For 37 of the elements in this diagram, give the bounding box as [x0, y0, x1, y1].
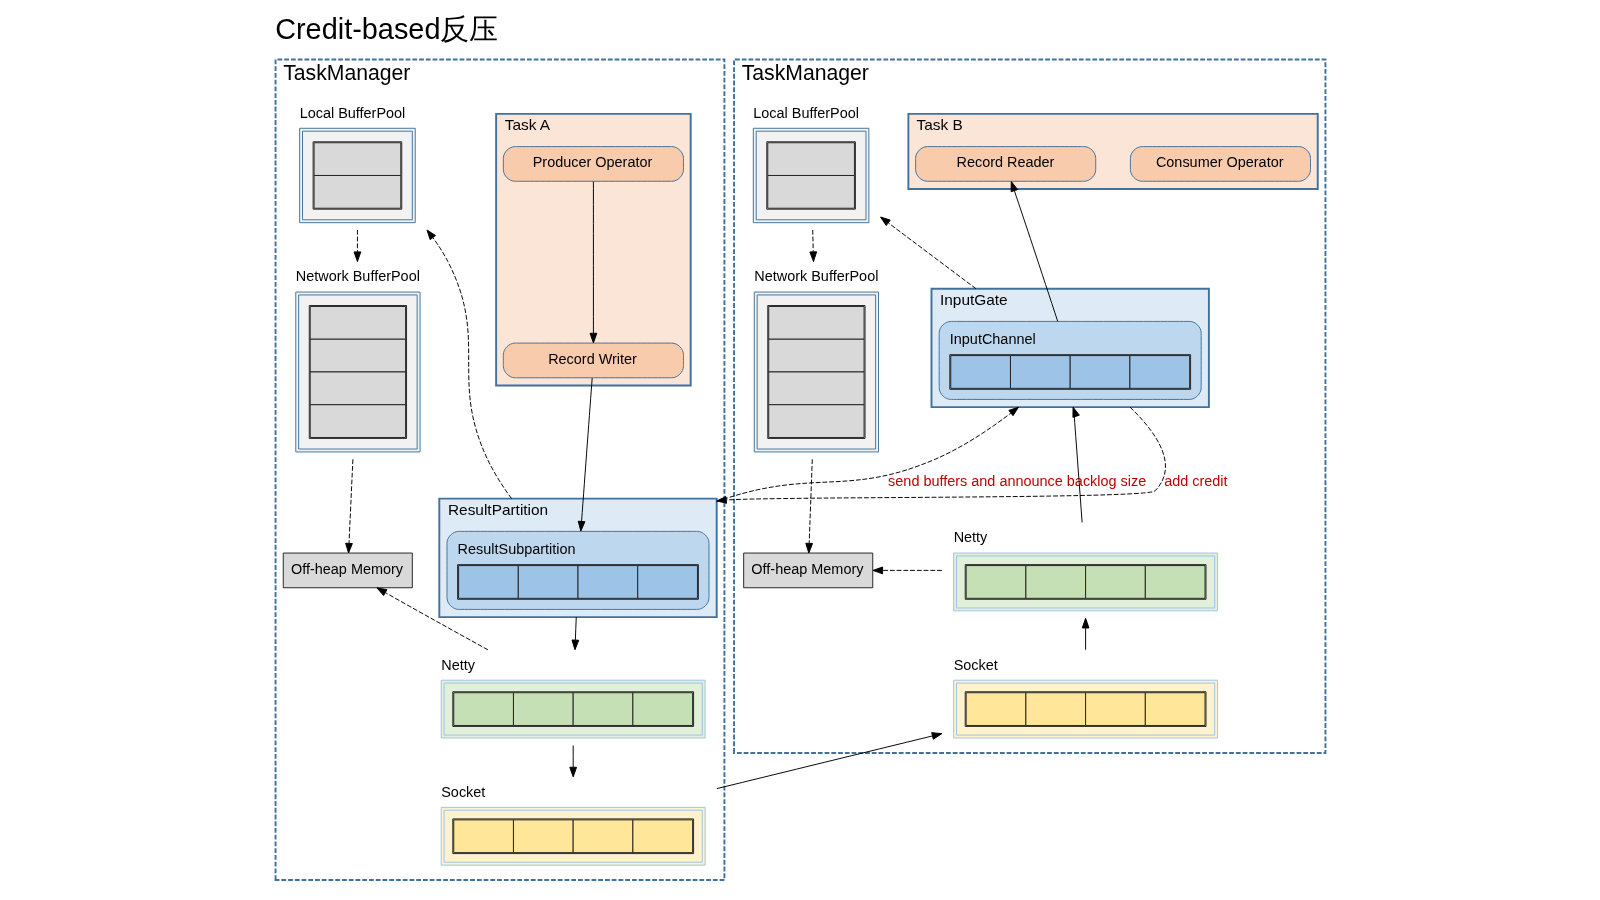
arrow	[568, 745, 577, 778]
edge-label: send buffers and announce backlog size	[887, 473, 1146, 490]
node-label: Netty	[953, 529, 987, 546]
arrow	[589, 181, 597, 344]
arrow	[353, 229, 361, 262]
arrow	[1010, 181, 1058, 322]
node-box: Consumer Operator	[1129, 146, 1311, 182]
arrow	[804, 458, 813, 554]
arrow	[808, 229, 817, 262]
arrow	[1081, 617, 1089, 651]
node-label: Local BufferPool	[752, 104, 859, 121]
edge-label: add credit	[1163, 473, 1228, 490]
node-label: Network BufferPool	[753, 268, 878, 285]
diagram-title: Credit-based反压	[274, 13, 498, 46]
arrow	[571, 616, 579, 651]
arrow	[715, 406, 1166, 504]
node-label: Network BufferPool	[295, 268, 420, 285]
arrow	[879, 216, 976, 290]
arrow	[715, 406, 1019, 503]
arrow	[375, 587, 488, 651]
arrow	[871, 566, 942, 575]
node-label: Local BufferPool	[299, 104, 405, 121]
arrow	[1071, 406, 1083, 523]
node-label: Socket	[440, 783, 485, 800]
node-box: Off-heap Memory	[282, 552, 413, 589]
arrow	[715, 732, 942, 790]
arrow	[426, 229, 512, 500]
node-box: Producer Operator	[502, 146, 684, 182]
node-label: Netty	[440, 656, 475, 673]
arrow	[344, 458, 353, 554]
arrow	[577, 377, 593, 532]
node-box: ResultSubpartition	[446, 530, 709, 610]
node-box: Off-heap Memory	[742, 552, 873, 589]
node-label: Socket	[953, 656, 998, 673]
node-box: InputChannel	[938, 320, 1202, 400]
node-box: Record Reader	[914, 146, 1096, 182]
node-box: Record Writer	[502, 342, 684, 379]
